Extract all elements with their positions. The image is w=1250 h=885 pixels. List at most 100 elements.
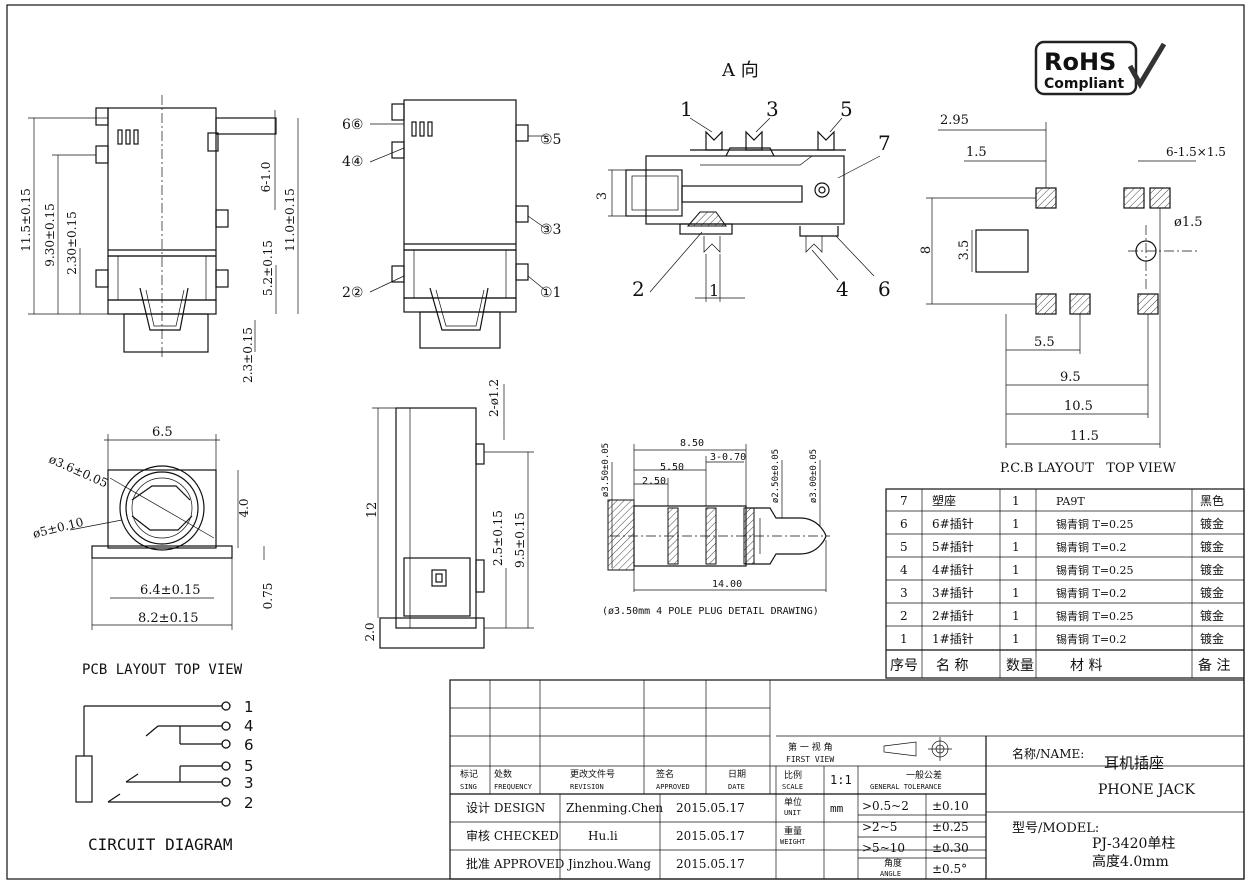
profile-dim-12: 12 — [365, 502, 380, 519]
side-dim-2: 9.30±0.15 — [43, 203, 57, 267]
pcb-dim-10-5: 10.5 — [1064, 399, 1093, 414]
bom-cell-remark: 镀金 — [1200, 539, 1224, 554]
title-block: 标记SING处数FREQUENCY更改文件号REVISION签名APPROVED… — [449, 679, 1245, 880]
rohs-line1: RoHS — [1044, 48, 1116, 76]
view-a-callout-5: 5 — [840, 97, 853, 121]
plug-dim-14-00: 14.00 — [712, 579, 742, 590]
rev-header-en: REVISION — [570, 783, 604, 791]
profile-dim-2-0: 2.0 — [363, 622, 377, 641]
rohs-line2: Compliant — [1044, 76, 1125, 92]
circuit-pin-3: 3 — [244, 774, 254, 792]
plug-caption: (ø3.50mm 4 POLE PLUG DETAIL DRAWING) — [602, 606, 819, 617]
tol-range-3: >5~10 — [862, 841, 905, 855]
plug-dim-3-070: 3-0.70 — [710, 452, 746, 463]
pcb-dim-11-5: 11.5 — [1070, 429, 1099, 444]
pin-view: 6⑥ 4④ 2② ⑤5 ③3 ①1 — [342, 99, 561, 349]
rev-header-en: SING — [460, 783, 477, 791]
bom-cell-no: 4 — [900, 563, 908, 577]
design-name: Zhenming.Chen — [566, 801, 663, 815]
front-view-caption: PCB LAYOUT TOP VIEW — [82, 662, 243, 678]
bom-header-remark: 备 注 — [1198, 657, 1230, 674]
tol-value-3: ±0.30 — [932, 841, 969, 855]
rohs-badge: RoHS Compliant — [1034, 40, 1167, 96]
name-cn: 耳机插座 — [1104, 754, 1164, 772]
view-a-callout-4: 4 — [836, 277, 849, 301]
plug-dim-5-50: 5.50 — [660, 462, 684, 473]
plug-dim-8-50: 8.50 — [680, 438, 704, 449]
first-view-en: FIRST VIEW — [786, 755, 834, 764]
model-label: 型号/MODEL: — [1012, 821, 1099, 836]
pin-label-2: 2② — [342, 285, 363, 301]
tol-range-1: >0.5~2 — [862, 799, 909, 813]
plug-dim-d3-00: ø3.00±0.05 — [809, 449, 819, 503]
rev-header-en: FREQUENCY — [494, 783, 533, 791]
bom-cell-material: 锡青铜 T=0.2 — [1056, 632, 1127, 646]
front-dim-8-2: 8.2±0.15 — [138, 611, 199, 626]
scale-value: 1:1 — [830, 773, 852, 787]
view-a-title: A 向 — [721, 60, 759, 81]
pcb-dim-pads: 6-1.5×1.5 — [1166, 145, 1226, 159]
bom-cell-name: 1#插针 — [932, 631, 974, 646]
profile-view: 2-ø1.2 12 2.5±0.15 9.5±0.15 2.0 — [363, 379, 534, 649]
front-dim-6-4: 6.4±0.15 — [140, 583, 201, 598]
first-angle-projection-icon — [883, 737, 952, 761]
name-label: 名称/NAME: — [1012, 746, 1084, 761]
front-dim-6-5: 6.5 — [152, 425, 173, 440]
bom-cell-no: 3 — [900, 586, 908, 600]
pcb-dim-9-5: 9.5 — [1060, 370, 1081, 385]
front-dim-d5: ø5±0.10 — [31, 515, 84, 541]
pcb-dim-2-95: 2.95 — [940, 113, 969, 128]
bom-cell-qty: 1 — [1012, 563, 1020, 577]
bom-header-qty: 数量 — [1006, 658, 1034, 674]
circuit-pin-2: 2 — [244, 794, 254, 812]
bom-cell-qty: 1 — [1012, 517, 1020, 531]
bom-cell-name: 3#插针 — [932, 585, 974, 600]
scale-en: SCALE — [782, 783, 803, 791]
rev-header-cn: 更改文件号 — [570, 768, 615, 780]
approved-date: 2015.05.17 — [676, 857, 745, 871]
pcb-layout-view: 2.95 1.5 6-1.5×1.5 ø1.5 8 3.5 5.5 9.5 10… — [919, 113, 1226, 476]
pin-label-6: 6⑥ — [342, 117, 363, 133]
circuit-pin-5: 5 — [244, 757, 254, 775]
weight-cn: 重量 — [784, 825, 802, 837]
front-dim-d3-6: ø3.6±0.05 — [47, 452, 110, 490]
bom-cell-material: 锡青铜 T=0.25 — [1056, 563, 1134, 577]
plug-dim-d3-50: ø3.50±0.05 — [601, 443, 611, 497]
pcb-dim-hole: ø1.5 — [1174, 215, 1203, 230]
view-a-dim-3: 3 — [595, 192, 610, 200]
design-label: 设计 DESIGN — [466, 801, 545, 815]
bom-header-material: 材 料 — [1070, 658, 1102, 674]
bom-cell-name: 6#插针 — [932, 516, 974, 531]
bom-cell-no: 2 — [900, 609, 908, 623]
pcb-dim-5-5: 5.5 — [1034, 335, 1055, 350]
plug-dim-2-50: 2.50 — [642, 476, 666, 487]
bom-cell-no: 5 — [900, 540, 908, 554]
bom-cell-remark: 镀金 — [1200, 631, 1224, 646]
bom-cell-no: 6 — [900, 517, 908, 531]
check-mark-icon — [1127, 42, 1167, 89]
bom-cell-material: 锡青铜 T=0.25 — [1056, 517, 1134, 531]
circuit-pin-6: 6 — [244, 736, 254, 754]
bom-header-name: 名 称 — [936, 658, 968, 674]
bom-cell-remark: 镀金 — [1200, 585, 1224, 600]
name-en: PHONE JACK — [1098, 782, 1195, 798]
pin-label-5: ⑤5 — [540, 132, 561, 148]
checked-label: 审核 CHECKED — [466, 828, 559, 843]
profile-dim-pins: 2-ø1.2 — [487, 379, 501, 417]
profile-dim-9-5: 9.5±0.15 — [513, 512, 527, 568]
view-a-callout-3: 3 — [766, 97, 779, 121]
pin-label-1: ①1 — [540, 285, 561, 301]
scale-cn: 比例 — [784, 769, 802, 781]
pin-label-3: ③3 — [540, 222, 561, 238]
view-a-callout-7: 7 — [878, 131, 891, 155]
weight-en: WEIGHT — [780, 838, 806, 846]
approved-label: 批准 APPROVED — [466, 856, 564, 871]
bom-cell-material: PA9T — [1056, 495, 1085, 508]
circuit-caption: CIRCUIT DIAGRAM — [88, 835, 233, 854]
bom-cell-remark: 黑色 — [1200, 494, 1224, 508]
side-view: 11.5±0.15 9.30±0.15 2.30±0.15 6-1.0 11.0… — [19, 95, 299, 383]
rev-header-en: APPROVED — [656, 783, 690, 791]
unit-value: mm — [830, 802, 844, 815]
angle-cn: 角度 — [884, 857, 902, 869]
